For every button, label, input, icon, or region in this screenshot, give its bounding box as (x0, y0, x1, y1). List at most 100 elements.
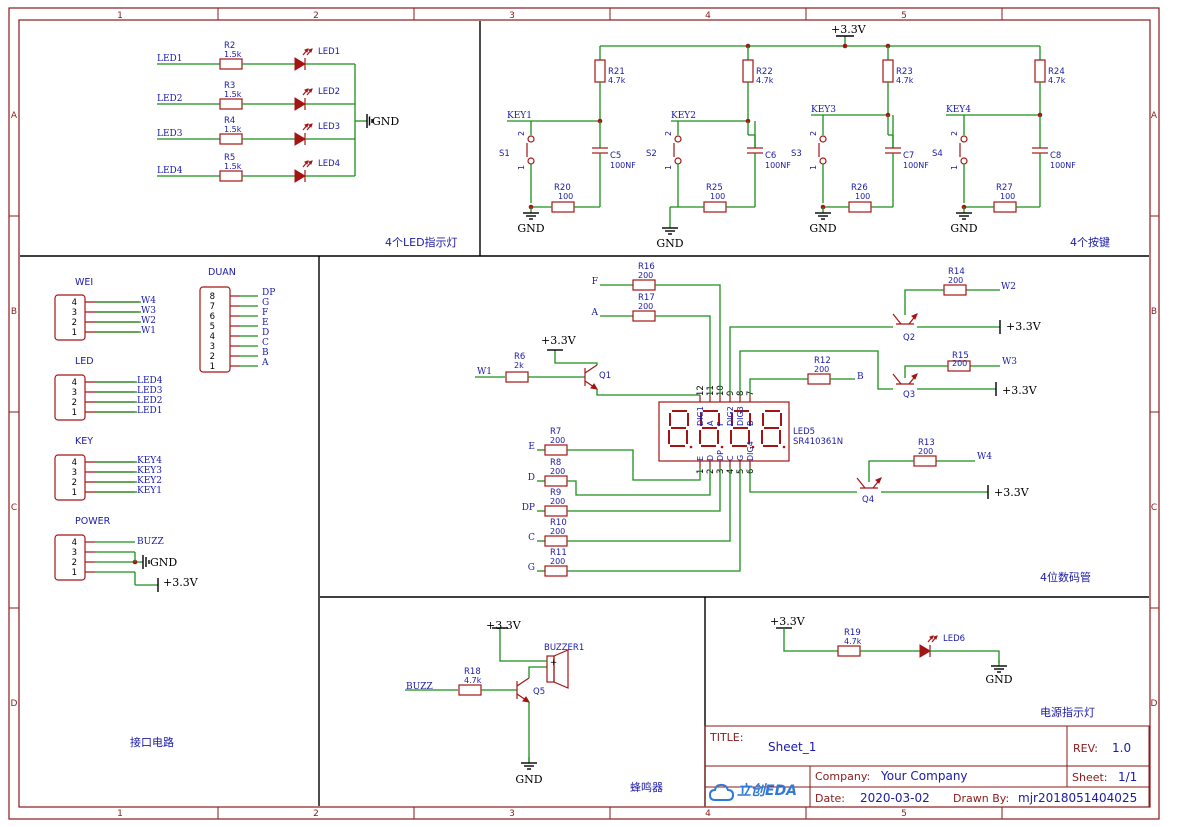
resistor-r5 (219, 170, 243, 182)
resistor-ref: R15 (952, 351, 969, 361)
net-label: LED4 (157, 166, 183, 176)
pin-label: DIG4 (746, 441, 755, 461)
sheet-value: 1/1 (1118, 770, 1137, 784)
resistor-ref: R2 (224, 41, 235, 51)
switch-contact (819, 157, 827, 165)
pin-number: 11 (706, 385, 716, 396)
cap-ref: C7 (903, 151, 914, 161)
segment-net-label: D (528, 473, 535, 483)
zone-row-c: C (11, 503, 17, 513)
date-label: Date: (815, 792, 845, 805)
resistor-value: 200 (638, 271, 653, 280)
connector-body (54, 374, 86, 421)
pin-number: 4 (726, 469, 736, 474)
switch-ref: S2 (646, 149, 657, 159)
resistor-r3 (219, 98, 243, 110)
pin-number: 10 (716, 385, 726, 396)
resistor-value: 200 (918, 447, 933, 456)
resistor-r19 (837, 645, 861, 657)
buzzer-horn (553, 649, 569, 689)
resistor-ref: R6 (514, 352, 525, 362)
connector-label: POWER (75, 516, 111, 527)
led-diode-2 (294, 88, 313, 111)
resistor-value: 200 (638, 302, 653, 311)
vcc-label: +3.3V (1002, 384, 1038, 397)
seven-segment-display (658, 401, 790, 462)
gnd-label: GND (515, 773, 542, 786)
resistor-value: 1.5k (224, 90, 242, 99)
gnd-label: GND (150, 556, 177, 569)
resistor (544, 505, 568, 517)
pin-number: 7 (746, 391, 756, 396)
switch-pin: 1 (664, 165, 673, 170)
pin-number: 1 (72, 328, 77, 338)
pin-label: DIG3 (736, 406, 745, 426)
connector-body (199, 286, 231, 373)
pin-number: 3 (72, 308, 77, 318)
resistor (913, 455, 937, 467)
zone-col-2-bottom: 2 (313, 809, 319, 819)
pin-number: 6 (746, 469, 756, 474)
connector-net-label: KEY2 (137, 476, 162, 486)
series-ref: R26 (851, 183, 868, 193)
gnd-symbol (521, 757, 537, 770)
switch-pin: 1 (809, 165, 818, 170)
zone-row-a-right: A (1151, 111, 1158, 121)
pin-number: 3 (72, 468, 77, 478)
pin-number: 3 (72, 548, 77, 558)
resistor-ref: R12 (814, 356, 831, 366)
resistor-ref: R10 (550, 518, 567, 528)
zone-col-5: 5 (901, 11, 907, 21)
connector-net-label: G (262, 298, 269, 308)
driver-net-label: W3 (1002, 357, 1017, 367)
series-resistor (703, 201, 727, 213)
zone-col-5-bottom: 5 (901, 809, 907, 819)
display-pin-bot-2: 2D (706, 455, 716, 474)
pullup-value: 4.7k (756, 76, 774, 85)
switch-contact (527, 157, 535, 165)
connector-body (54, 534, 86, 581)
pin-number: 4 (72, 538, 77, 548)
pullup-ref: R21 (608, 67, 625, 77)
zone-col-1: 1 (117, 11, 123, 21)
connector-label: LED (75, 356, 94, 367)
resistor (505, 371, 529, 383)
pin-number: 3 (716, 469, 726, 474)
driver-net-label: W1 (477, 367, 492, 377)
pullup-resistor (1034, 59, 1046, 83)
section-title-power-led: 电源指示灯 (1040, 705, 1095, 719)
series-value: 100 (710, 192, 725, 201)
resistor-value: 200 (814, 365, 829, 374)
transistor-ref: Q3 (903, 390, 915, 400)
resistor-ref: R16 (638, 262, 655, 272)
section-title-led: 4个LED指示灯 (385, 235, 458, 249)
connector-net-label: DP (262, 288, 275, 298)
resistor (544, 475, 568, 487)
connector-net-label: LED3 (137, 386, 163, 396)
segment-shape (668, 410, 689, 447)
pin-number: 7 (210, 302, 215, 312)
pin-label: A (706, 420, 715, 426)
pullup-ref: R23 (896, 67, 913, 77)
series-value: 100 (1000, 192, 1015, 201)
pin-number: 8 (736, 391, 746, 396)
npn-transistor-q5 (516, 677, 530, 703)
resistor (632, 310, 656, 322)
resistor-ref: R9 (550, 488, 561, 498)
gnd-symbol (991, 660, 1007, 673)
resistor-value: 1.5k (224, 50, 242, 59)
segment-net-label: F (592, 277, 598, 287)
pin-number: 1 (72, 488, 77, 498)
display-pin-top-11: 11A (706, 385, 716, 426)
display-pin-bot-1: 1E (696, 456, 706, 474)
date-value: 2020-03-02 (860, 791, 930, 805)
connector-net-label: W4 (141, 296, 156, 306)
rev-label: REV: (1073, 742, 1098, 755)
